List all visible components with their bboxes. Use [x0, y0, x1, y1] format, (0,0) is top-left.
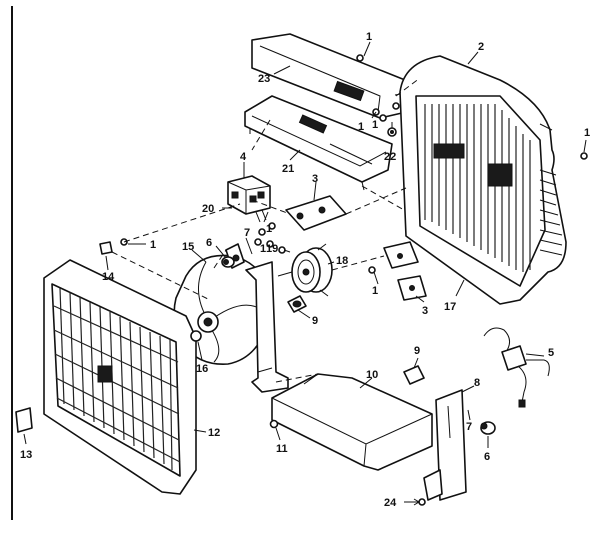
callout-4: 4 [240, 151, 247, 163]
callout-9-lower: 9 [414, 345, 420, 357]
power-cord-5 [483, 327, 550, 408]
callout-15: 15 [182, 241, 194, 253]
callout-3-lower: 3 [422, 305, 428, 317]
clip-14 [99, 241, 113, 255]
front-grille-slats [53, 287, 181, 471]
callout-1-panel-left: 1 [358, 121, 364, 133]
callout-23: 23 [258, 73, 270, 85]
callout-1-left: 1 [150, 239, 156, 251]
callout-11: 11 [276, 443, 288, 455]
callout-22: 22 [384, 151, 396, 163]
base-pan-10 [271, 373, 433, 471]
motor-18 [277, 243, 333, 297]
hub-16 [190, 330, 202, 342]
callout-5: 5 [548, 347, 554, 359]
small-knob-9-lower [403, 365, 425, 385]
callout-10: 10 [366, 369, 378, 381]
callout-1-motor: 1 [260, 243, 266, 255]
callout-1-lower-bracket: 1 [372, 285, 378, 297]
callout-2: 2 [478, 41, 484, 53]
grille-badge [97, 365, 113, 383]
callout-20: 20 [202, 203, 214, 215]
callout-9-upper: 9 [312, 315, 318, 327]
callout-7-upper: 7 [244, 227, 250, 239]
bearing-9-upper [287, 295, 307, 313]
front-grille-12 [43, 259, 197, 495]
screw-22 [387, 127, 397, 137]
callout-labels: 1 2 23 1 1 22 1 4 21 3 20 1 7 6 15 1 19 … [20, 31, 590, 509]
callout-21: 21 [282, 163, 294, 175]
switch-4 [227, 175, 271, 223]
motor-bracket-3-lower [383, 241, 427, 301]
knob-6-lower [480, 421, 496, 435]
control-tray-21 [244, 95, 393, 191]
assembly-lines [111, 77, 421, 383]
screws-1 [120, 54, 588, 274]
leader-lines [23, 41, 587, 506]
callout-1-switch: 1 [266, 223, 272, 235]
callout-13: 13 [20, 449, 32, 461]
callout-19: 19 [266, 243, 278, 255]
callout-14: 14 [102, 271, 115, 283]
callout-6-lower: 6 [484, 451, 490, 463]
rear-housing-2 [399, 55, 567, 305]
callout-16: 16 [196, 363, 208, 375]
cushion-13 [15, 407, 33, 433]
callout-3-upper: 3 [312, 173, 318, 185]
callout-8: 8 [474, 377, 480, 389]
motor-bracket-3-upper [285, 195, 347, 231]
callout-1-top: 1 [366, 31, 372, 43]
callout-1-right-edge: 1 [584, 127, 590, 139]
screw-11 [269, 419, 279, 429]
callout-1-panel-right: 1 [372, 119, 378, 131]
callout-12: 12 [208, 427, 220, 439]
callout-6-upper: 6 [206, 237, 212, 249]
callout-18: 18 [336, 255, 348, 267]
side-bracket-8 [423, 389, 467, 501]
callout-7-lower: 7 [466, 421, 472, 433]
callout-24: 24 [384, 497, 397, 509]
knob-6-upper [221, 256, 235, 268]
callout-17: 17 [444, 301, 456, 313]
